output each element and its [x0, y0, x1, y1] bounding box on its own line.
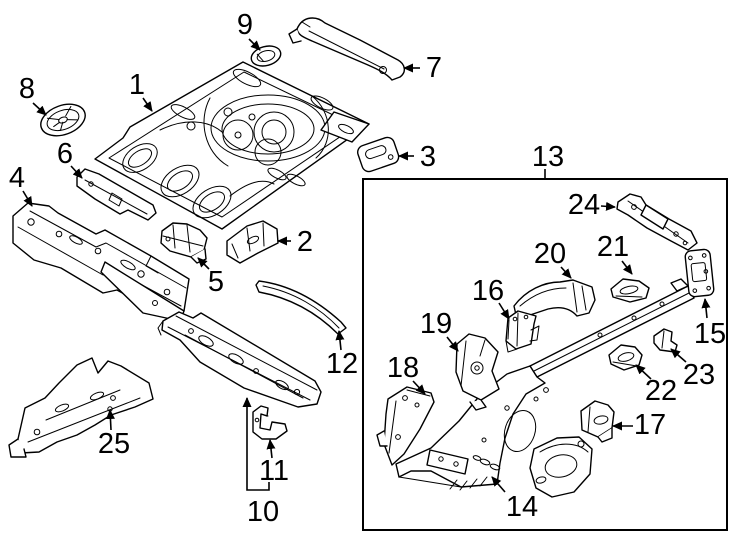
- part-5-bracket: [160, 222, 208, 264]
- part-2-bracket: [226, 220, 279, 264]
- leader-6: [70, 165, 83, 179]
- callout-19: 19: [420, 308, 452, 340]
- leader-22: [635, 364, 652, 380]
- part-15-plate: [684, 248, 715, 298]
- leader-21: [621, 260, 633, 275]
- callout-23: 23: [683, 359, 715, 391]
- callout-25: 25: [98, 428, 130, 460]
- callout-11: 11: [259, 455, 289, 487]
- callout-12: 12: [326, 348, 358, 380]
- part-20-bracket: [513, 279, 596, 317]
- leader-25: [105, 409, 115, 431]
- callout-numbers: 1 2 3 4 5 6 7 8 9 10 11 12 13 14 15 16 1…: [9, 9, 726, 528]
- callout-5: 5: [208, 266, 224, 298]
- callout-13: 13: [532, 141, 564, 173]
- part-16-bracket: [505, 310, 540, 353]
- callout-21: 21: [597, 231, 629, 263]
- callout-6: 6: [57, 138, 73, 170]
- callout-18: 18: [387, 352, 419, 384]
- part-22-bracket: [608, 344, 643, 371]
- part-24-bracket: [616, 193, 698, 251]
- leader-8: [32, 102, 47, 116]
- callout-14: 14: [506, 491, 538, 523]
- part-8-grommet: [40, 103, 86, 137]
- callout-3: 3: [420, 141, 436, 173]
- callout-leaders: [22, 38, 711, 493]
- callout-8: 8: [19, 73, 35, 105]
- leader-20: [560, 266, 572, 279]
- part-19-bracket: [455, 333, 500, 411]
- part-23-clip: [653, 328, 678, 353]
- callout-4: 4: [9, 162, 25, 194]
- leader-9: [248, 38, 261, 51]
- part-1-floor-pan: [94, 61, 370, 230]
- part-14-rear-bracket: [529, 436, 593, 498]
- part-12-blade: [255, 280, 347, 335]
- leader-14: [491, 476, 506, 493]
- part-21-bracket: [610, 278, 650, 303]
- callout-10: 10: [247, 496, 279, 528]
- callout-22: 22: [645, 375, 677, 407]
- leader-16: [498, 302, 510, 320]
- leader-19: [446, 336, 459, 352]
- callout-2: 2: [297, 226, 313, 258]
- part-17-bracket: [580, 400, 615, 443]
- part-25-heat-shield: [8, 357, 154, 458]
- part-4-crossmember: [12, 202, 190, 322]
- callout-24: 24: [568, 189, 600, 221]
- part-7-crossmember: [288, 17, 405, 81]
- callout-9: 9: [237, 9, 253, 41]
- leader-11: [266, 439, 276, 459]
- callout-20: 20: [534, 238, 566, 270]
- callout-1: 1: [129, 69, 145, 101]
- callout-17: 17: [634, 409, 666, 441]
- leader-10-bracket: [246, 402, 270, 491]
- callout-16: 16: [472, 275, 504, 307]
- part-6-rail: [76, 168, 157, 221]
- leader-15: [701, 298, 711, 319]
- leader-12: [335, 330, 345, 351]
- leader-23: [670, 348, 687, 363]
- callout-15: 15: [694, 318, 726, 350]
- part-9-plug: [250, 45, 282, 67]
- leader-5: [197, 257, 210, 270]
- part-14-frame-rail: [395, 278, 695, 491]
- leader-24: [600, 201, 616, 211]
- leader-18: [412, 380, 426, 395]
- part-3-bracket: [357, 136, 400, 173]
- part-10-rail: [157, 311, 322, 408]
- leader-4: [22, 190, 33, 207]
- callout-7: 7: [426, 52, 442, 84]
- part-11-bracket: [252, 405, 288, 440]
- leader-1: [142, 97, 153, 112]
